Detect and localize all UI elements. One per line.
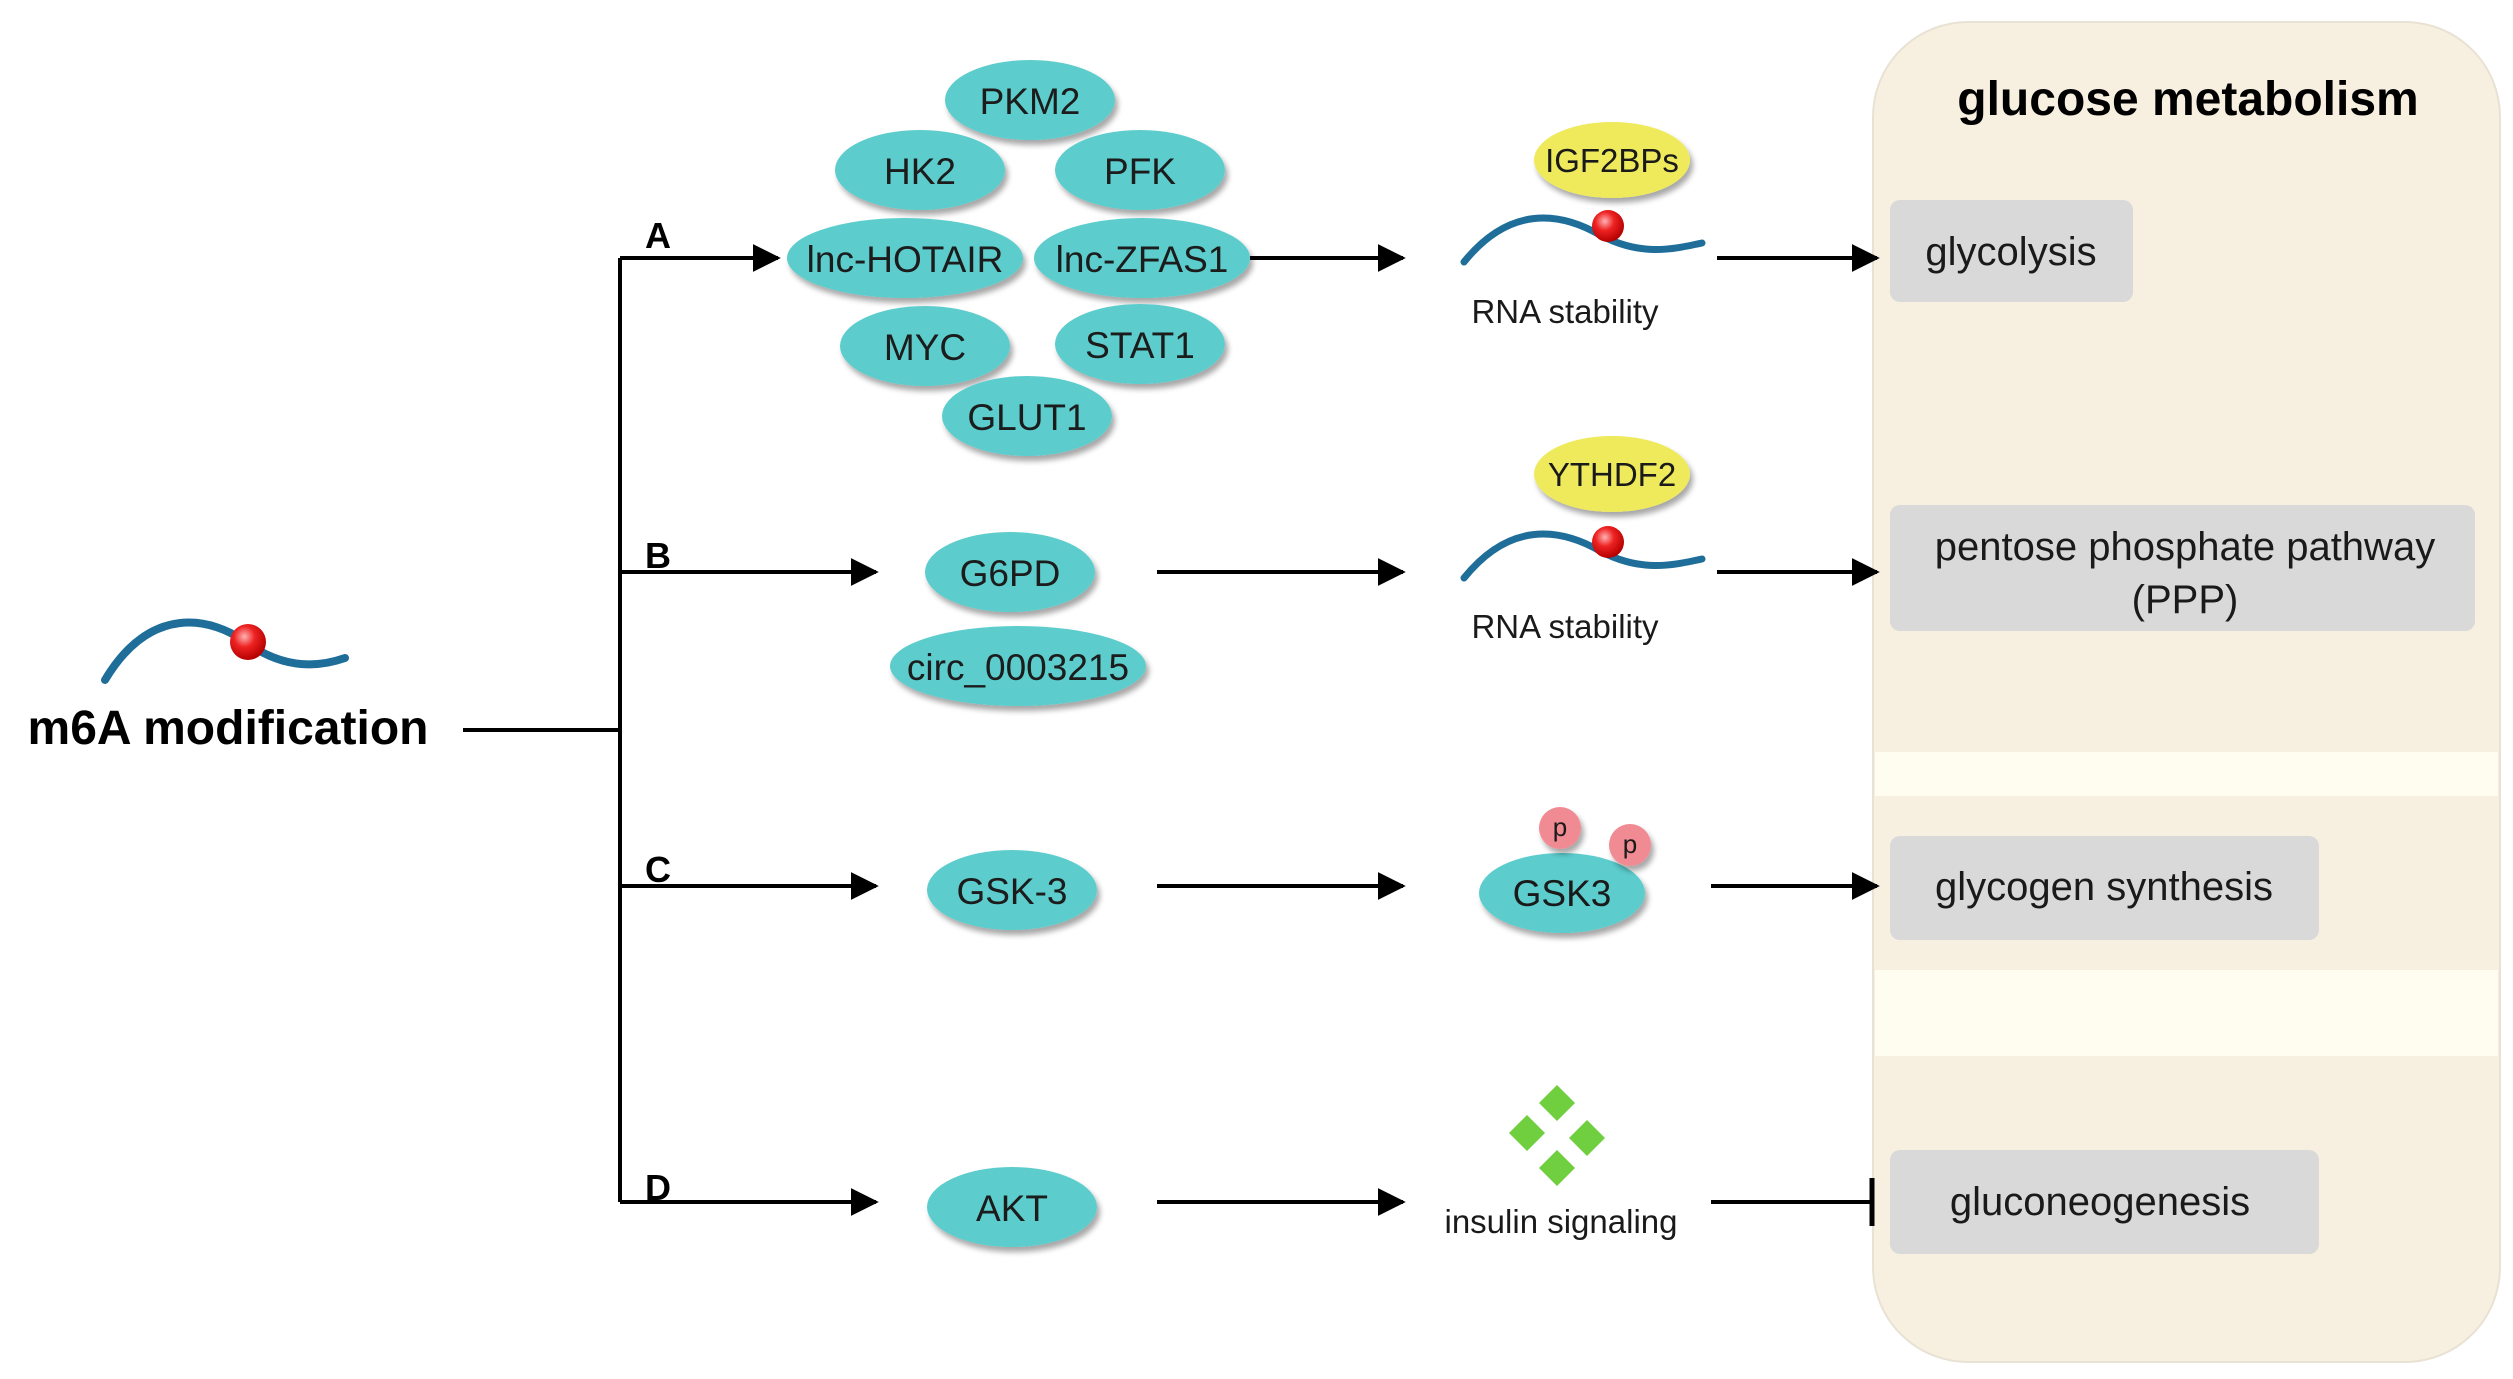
target-pfk: PFK [1055,130,1225,210]
branch-label-a: A [645,215,671,256]
branch-label-c: C [645,849,671,890]
phospho-label: p [1623,829,1637,859]
svg-text:GLUT1: GLUT1 [967,397,1086,438]
insulin-signaling-label: insulin signaling [1445,1203,1678,1240]
gsk3-label: GSK3 [1513,873,1612,914]
outcome-glycolysis-box: glycolysis [1890,200,2133,302]
mechanism-c: GSK3 p p [1479,807,1651,933]
reader-ythdf2-label: YTHDF2 [1548,456,1676,493]
phospho-icon [1539,807,1581,849]
svg-text:GSK-3: GSK-3 [956,871,1067,912]
outcome-gluconeogenesis-label: gluconeogenesis [1950,1180,2250,1224]
target-akt: AKT [927,1167,1097,1247]
branch-label-d: D [645,1167,671,1208]
m6a-dot-icon [1592,526,1624,558]
glucose-metabolism-panel: glucose metabolism glycolysis pentose ph… [1872,21,2501,1363]
outcome-ppp-box: pentose phosphate pathway (PPP) [1890,505,2475,631]
middle-arrows [1157,244,1406,1216]
branch-connectors [463,244,879,1216]
reader-ythdf2 [1534,436,1690,512]
svg-text:G6PD: G6PD [960,553,1061,594]
m6a-source: m6A modification [28,618,429,755]
phospho-icon [1609,824,1651,866]
target-hk2: HK2 [835,130,1005,210]
reader-igf2bps-label: IGF2BPs [1545,142,1679,179]
rna-strand-icon [101,618,349,684]
outcome-arrows [1711,244,1880,1226]
target-lnc-hotair: lnc-HOTAIR [787,218,1023,298]
mechanism-b: YTHDF2 RNA stability [1460,436,1706,645]
target-circ-0003215: circ_0003215 [890,626,1146,706]
m6a-dot-icon [230,624,266,660]
mechanism-a: IGF2BPs RNA stability [1460,122,1706,330]
outcome-glycolysis-label: glycolysis [1925,230,2096,274]
phospho-label: p [1553,812,1567,842]
insulin-diamonds-icon [1509,1085,1605,1186]
mechanism-d: insulin signaling [1445,1085,1678,1240]
target-stat1: STAT1 [1055,304,1225,384]
outcome-gluconeogenesis-box: gluconeogenesis [1890,1150,2319,1254]
rna-strand-icon [1460,530,1706,582]
branch-a-targets: PKM2 HK2 PFK lnc-HOTAIR lnc-ZFAS1 MYC ST… [787,60,1250,456]
outcome-ppp-label-line1: pentose phosphate pathway [1935,525,2435,569]
gsk3-protein [1479,853,1645,933]
target-g6pd: G6PD [925,532,1095,612]
outcome-ppp-label-line2: (PPP) [2132,578,2239,622]
svg-text:HK2: HK2 [884,151,956,192]
svg-text:lnc-ZFAS1: lnc-ZFAS1 [1056,239,1229,280]
target-pkm2: PKM2 [945,60,1115,140]
target-gsk-3: GSK-3 [927,850,1097,930]
target-glut1: GLUT1 [942,376,1112,456]
rna-stability-label-a: RNA stability [1471,293,1659,330]
m6a-dot-icon [1592,210,1624,242]
outcome-glycogen-label: glycogen synthesis [1935,865,2273,909]
target-myc: MYC [840,306,1010,386]
branch-b-targets: G6PD circ_0003215 [890,532,1146,706]
outcome-glycogen-box: glycogen synthesis [1890,836,2319,940]
target-lnc-zfas1: lnc-ZFAS1 [1034,218,1250,298]
svg-text:MYC: MYC [884,327,966,368]
branch-label-b: B [645,535,671,576]
panel-title: glucose metabolism [1957,73,2418,126]
rna-strand-icon [1460,214,1706,266]
m6a-label: m6A modification [28,702,429,755]
svg-text:STAT1: STAT1 [1085,325,1195,366]
svg-text:PKM2: PKM2 [980,81,1081,122]
reader-igf2bps [1534,122,1690,198]
rna-stability-label-b: RNA stability [1471,608,1659,645]
svg-text:AKT: AKT [976,1188,1048,1229]
svg-text:circ_0003215: circ_0003215 [907,647,1129,688]
svg-text:lnc-HOTAIR: lnc-HOTAIR [807,239,1004,280]
svg-text:PFK: PFK [1104,151,1176,192]
